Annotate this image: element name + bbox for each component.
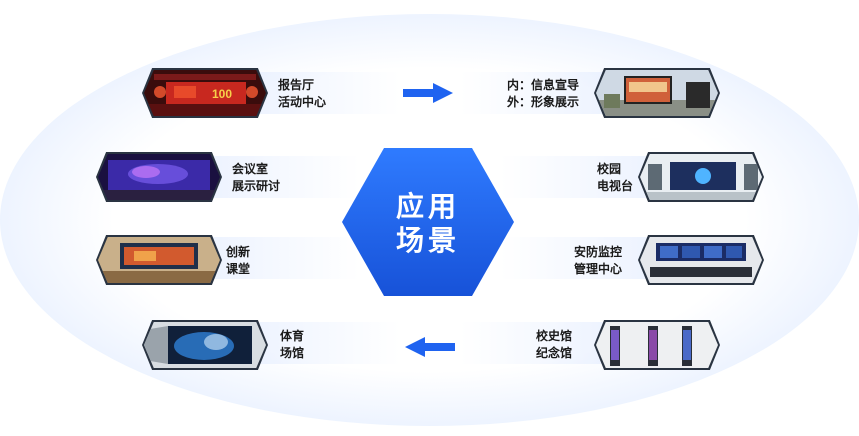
label-info: 内：信息宣导 外：形象展示 [507,77,579,111]
svg-text:100: 100 [212,87,232,101]
label-hall: 报告厅 活动中心 [278,77,326,111]
label-stadium: 体育 场馆 [280,328,304,362]
label-security-line1: 安防监控 [574,245,623,259]
arrow-left-icon [405,337,455,357]
center-title-line2: 场景 [395,224,460,257]
label-museum-line2: 纪念馆 [536,346,573,360]
label-info-line2: 外：形象展示 [507,95,580,109]
label-meeting-line1: 会议室 [232,162,269,176]
center-title: 应用 场景 [340,190,516,258]
museum-image [596,322,718,368]
label-info-line1: 内：信息宣导 [507,78,580,92]
classroom-image [98,237,220,283]
label-meeting-line2: 展示研讨 [232,179,281,193]
label-classroom-line1: 创新 [226,245,251,259]
label-museum-line1: 校史馆 [536,329,573,343]
arrow-right-icon [403,83,453,103]
meeting-image [98,154,220,200]
tv-image [640,154,762,200]
label-stadium-line2: 场馆 [280,346,305,360]
label-classroom-line2: 课堂 [226,262,251,276]
center-title-line1: 应用 [395,190,460,223]
label-hall-line2: 活动中心 [278,95,327,109]
label-security-line2: 管理中心 [574,262,623,276]
stadium-image [144,322,266,368]
label-security: 安防监控 管理中心 [574,244,622,278]
label-meeting: 会议室 展示研讨 [232,161,280,195]
center-hexagon [342,148,514,296]
label-classroom: 创新 课堂 [226,244,250,278]
label-stadium-line1: 体育 [280,329,305,343]
security-image [640,237,762,283]
label-museum: 校史馆 纪念馆 [536,328,572,362]
label-hall-line1: 报告厅 [278,78,315,92]
hall-image: 100 [144,70,266,116]
label-tv: 校园 电视台 [597,161,633,195]
label-tv-line1: 校园 [597,162,622,176]
label-tv-line2: 电视台 [597,179,634,193]
info-image [596,70,718,116]
